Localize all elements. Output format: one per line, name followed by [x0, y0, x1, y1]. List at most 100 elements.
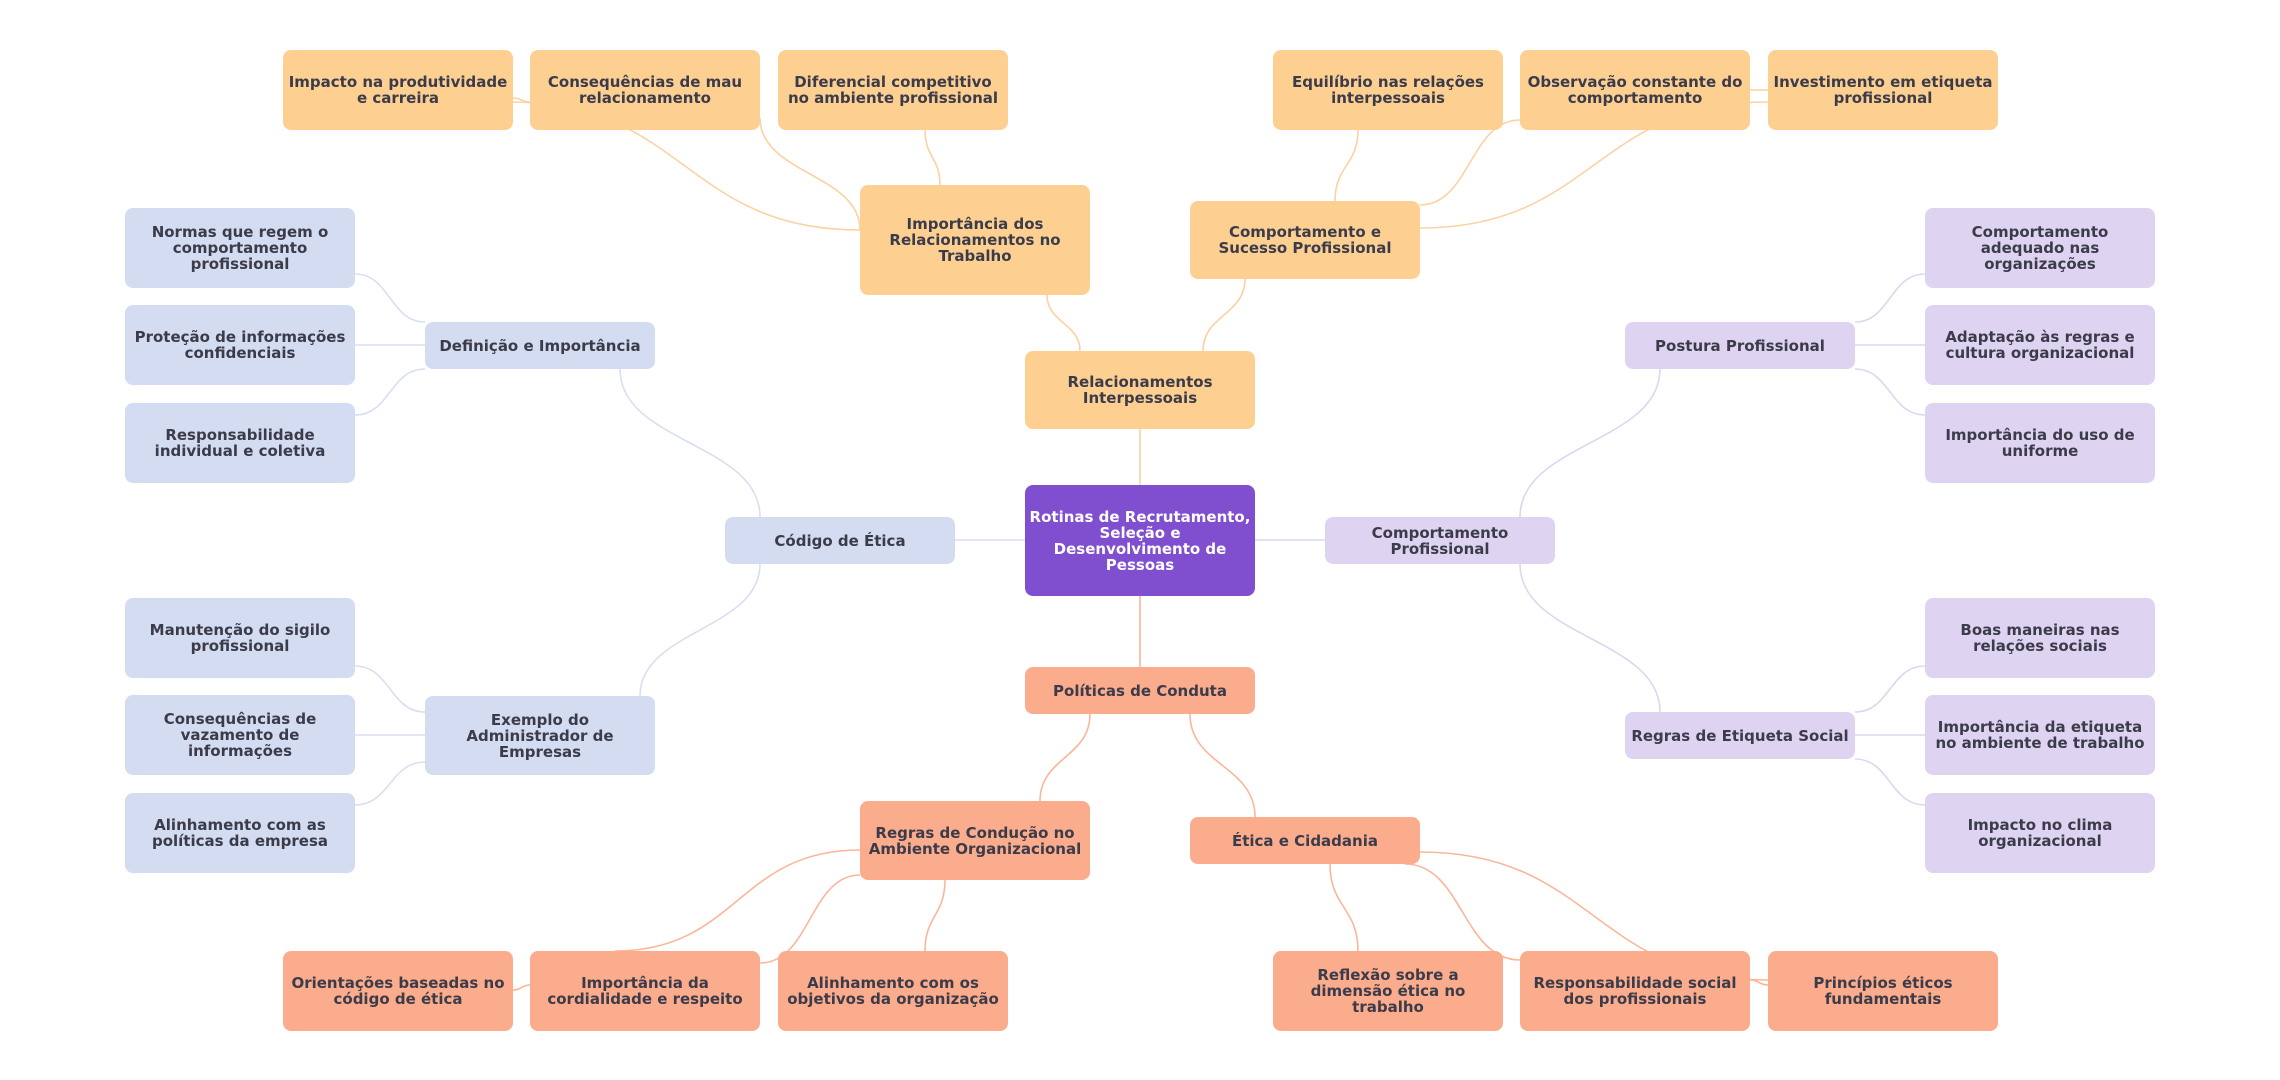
leaf-comportamento-adequado[interactable]: Comportamento adequado nas organizações [1925, 208, 2155, 288]
leaf-orientacoes-codigo[interactable]: Orientações baseadas no código de ética [283, 951, 513, 1031]
leaf-cordialidade-respeito-label: Importância da cordialidade e respeito [547, 974, 743, 1008]
branch-politicas-de-conduta[interactable]: Políticas de Conduta [1025, 667, 1255, 714]
connector-cod_def-cod_def_2 [354, 368, 426, 416]
leaf-comportamento-adequado-label: Comportamento adequado nas organizações [1971, 223, 2109, 273]
leaf-reflexao-etica-label: Reflexão sobre a dimensão ética no traba… [1310, 966, 1466, 1016]
leaf-responsabilidade-social-label: Responsabilidade social dos profissionai… [1533, 974, 1737, 1008]
leaf-principios-eticos-label: Princípios éticos fundamentais [1813, 974, 1953, 1008]
leaf-principios-eticos[interactable]: Princípios éticos fundamentais [1768, 951, 1998, 1031]
central-topic[interactable]: Rotinas de Recrutamento, Seleção e Desen… [1025, 485, 1255, 596]
topic-postura-profissional[interactable]: Postura Profissional [1625, 322, 1855, 369]
connector-cod_ex-cod_ex_2 [354, 761, 426, 806]
connector-pol_reg-pol_reg_2 [924, 879, 946, 952]
leaf-orientacoes-codigo-label: Orientações baseadas no código de ética [291, 974, 505, 1008]
topic-regras-conducao[interactable]: Regras de Condução no Ambiente Organizac… [860, 801, 1090, 880]
topic-importancia-relacionamentos-label: Importância dos Relacionamentos no Traba… [889, 215, 1061, 265]
leaf-responsabilidade-individual[interactable]: Responsabilidade individual e coletiva [125, 403, 355, 483]
topic-postura-profissional-label: Postura Profissional [1655, 336, 1825, 355]
leaf-normas-comportamento-label: Normas que regem o comportamento profiss… [151, 223, 329, 273]
leaf-cordialidade-respeito[interactable]: Importância da cordialidade e respeito [530, 951, 760, 1031]
topic-exemplo-administrador[interactable]: Exemplo do Administrador de Empresas [425, 696, 655, 775]
branch-codigo-de-etica[interactable]: Código de Ética [725, 517, 955, 564]
leaf-consequencias-mau-relacionamento-label: Consequências de mau relacionamento [547, 73, 743, 107]
leaf-investimento-etiqueta-label: Investimento em etiqueta profissional [1773, 73, 1993, 107]
leaf-importancia-etiqueta[interactable]: Importância da etiqueta no ambiente de t… [1925, 695, 2155, 775]
topic-etica-cidadania[interactable]: Ética e Cidadania [1190, 817, 1420, 864]
leaf-equilibrio-relacoes-label: Equilíbrio nas relações interpessoais [1292, 73, 1484, 107]
connector-pol-pol_et [1189, 713, 1256, 818]
topic-regras-etiqueta[interactable]: Regras de Etiqueta Social [1625, 712, 1855, 759]
connector-pol_et-pol_et_1 [1404, 863, 1521, 961]
leaf-boas-maneiras[interactable]: Boas maneiras nas relações sociais [1925, 598, 2155, 678]
leaf-uso-uniforme-label: Importância do uso de uniforme [1945, 426, 2135, 460]
leaf-reflexao-etica[interactable]: Reflexão sobre a dimensão ética no traba… [1273, 951, 1503, 1031]
leaf-impacto-clima-label: Impacto no clima organizacional [1967, 816, 2113, 850]
leaf-boas-maneiras-label: Boas maneiras nas relações sociais [1960, 621, 2120, 655]
branch-relacionamentos-interpessoais-label: Relacionamentos Interpessoais [1067, 373, 1213, 407]
connector-pol_et-pol_et_0 [1329, 863, 1359, 952]
connector-cp_post-cp_post_2 [1854, 368, 1926, 416]
leaf-protecao-informacoes[interactable]: Proteção de informações confidenciais [125, 305, 355, 385]
leaf-diferencial-competitivo[interactable]: Diferencial competitivo no ambiente prof… [778, 50, 1008, 130]
leaf-adaptacao-regras-label: Adaptação às regras e cultura organizaci… [1945, 328, 2135, 362]
leaf-impacto-clima[interactable]: Impacto no clima organizacional [1925, 793, 2155, 873]
connector-cod_def-cod_def_0 [354, 273, 426, 323]
branch-codigo-de-etica-label: Código de Ética [774, 531, 906, 550]
connector-cp-cp_post [1519, 368, 1661, 518]
connector-pol-pol_reg [1039, 713, 1091, 802]
topic-comportamento-sucesso-label: Comportamento e Sucesso Profissional [1218, 223, 1392, 257]
connector-cod-cod_def [619, 368, 761, 518]
central-topic-label: Rotinas de Recrutamento, Seleção e Desen… [1029, 507, 1251, 574]
connector-cp-cp_et [1519, 563, 1661, 713]
leaf-alinhamento-politicas-label: Alinhamento com as políticas da empresa [151, 816, 329, 850]
leaf-consequencias-vazamento[interactable]: Consequências de vazamento de informaçõe… [125, 695, 355, 775]
connector-rel_imp_1-rel_imp_0 [512, 97, 531, 103]
connector-rel_cmp-rel_cmp_1 [1419, 119, 1521, 206]
connector-cod_ex-cod_ex_0 [354, 665, 426, 713]
leaf-alinhamento-objetivos[interactable]: Alinhamento com os objetivos da organiza… [778, 951, 1008, 1031]
leaf-impacto-produtividade[interactable]: Impacto na produtividade e carreira [283, 50, 513, 130]
leaf-equilibrio-relacoes[interactable]: Equilíbrio nas relações interpessoais [1273, 50, 1503, 130]
connector-rel-rel_cmp [1202, 278, 1246, 352]
connector-cp_post-cp_post_0 [1854, 273, 1926, 323]
topic-comportamento-sucesso[interactable]: Comportamento e Sucesso Profissional [1190, 201, 1420, 279]
leaf-consequencias-vazamento-label: Consequências de vazamento de informaçõe… [163, 710, 317, 760]
leaf-impacto-produtividade-label: Impacto na produtividade e carreira [288, 73, 508, 107]
leaf-normas-comportamento[interactable]: Normas que regem o comportamento profiss… [125, 208, 355, 288]
leaf-observacao-comportamento-label: Observação constante do comportamento [1527, 73, 1743, 107]
leaf-responsabilidade-individual-label: Responsabilidade individual e coletiva [154, 426, 326, 460]
branch-politicas-de-conduta-label: Políticas de Conduta [1053, 681, 1227, 700]
leaf-manutencao-sigilo[interactable]: Manutenção do sigilo profissional [125, 598, 355, 678]
branch-relacionamentos-interpessoais[interactable]: Relacionamentos Interpessoais [1025, 351, 1255, 429]
leaf-alinhamento-objetivos-label: Alinhamento com os objetivos da organiza… [787, 974, 999, 1008]
connector-pol_reg-pol_reg_1 [759, 874, 861, 964]
connector-cp_et-cp_et_2 [1854, 758, 1926, 806]
leaf-importancia-etiqueta-label: Importância da etiqueta no ambiente de t… [1935, 718, 2145, 752]
leaf-responsabilidade-social[interactable]: Responsabilidade social dos profissionai… [1520, 951, 1750, 1031]
connector-rel-rel_imp [1046, 294, 1081, 352]
topic-regras-etiqueta-label: Regras de Etiqueta Social [1631, 726, 1849, 745]
leaf-observacao-comportamento[interactable]: Observação constante do comportamento [1520, 50, 1750, 130]
leaf-adaptacao-regras[interactable]: Adaptação às regras e cultura organizaci… [1925, 305, 2155, 385]
topic-importancia-relacionamentos[interactable]: Importância dos Relacionamentos no Traba… [860, 185, 1090, 295]
connector-rel_imp-rel_imp_1 [759, 117, 861, 231]
connector-pol_reg_1-pol_reg_0 [512, 984, 531, 991]
topic-exemplo-administrador-label: Exemplo do Administrador de Empresas [466, 710, 614, 761]
connector-cp_et-cp_et_0 [1854, 665, 1926, 713]
topic-definicao-importancia-label: Definição e Importância [439, 336, 641, 355]
leaf-investimento-etiqueta[interactable]: Investimento em etiqueta profissional [1768, 50, 1998, 130]
connector-rel_cmp-rel_cmp_0 [1334, 129, 1359, 202]
connector-pol_et_2-pol_et_1 [1749, 979, 1769, 986]
leaf-consequencias-mau-relacionamento[interactable]: Consequências de mau relacionamento [530, 50, 760, 130]
leaf-alinhamento-politicas[interactable]: Alinhamento com as políticas da empresa [125, 793, 355, 873]
topic-definicao-importancia[interactable]: Definição e Importância [425, 322, 655, 369]
topic-regras-conducao-label: Regras de Condução no Ambiente Organizac… [868, 823, 1082, 858]
branch-comportamento-profissional[interactable]: Comportamento Profissional [1325, 517, 1555, 564]
leaf-uso-uniforme[interactable]: Importância do uso de uniforme [1925, 403, 2155, 483]
topic-etica-cidadania-label: Ética e Cidadania [1231, 831, 1378, 850]
leaf-diferencial-competitivo-label: Diferencial competitivo no ambiente prof… [787, 73, 999, 107]
leaf-manutencao-sigilo-label: Manutenção do sigilo profissional [149, 621, 331, 655]
connector-pol_reg-pol_reg_0 [614, 849, 861, 952]
connector-rel_imp-rel_imp_2 [924, 129, 941, 186]
